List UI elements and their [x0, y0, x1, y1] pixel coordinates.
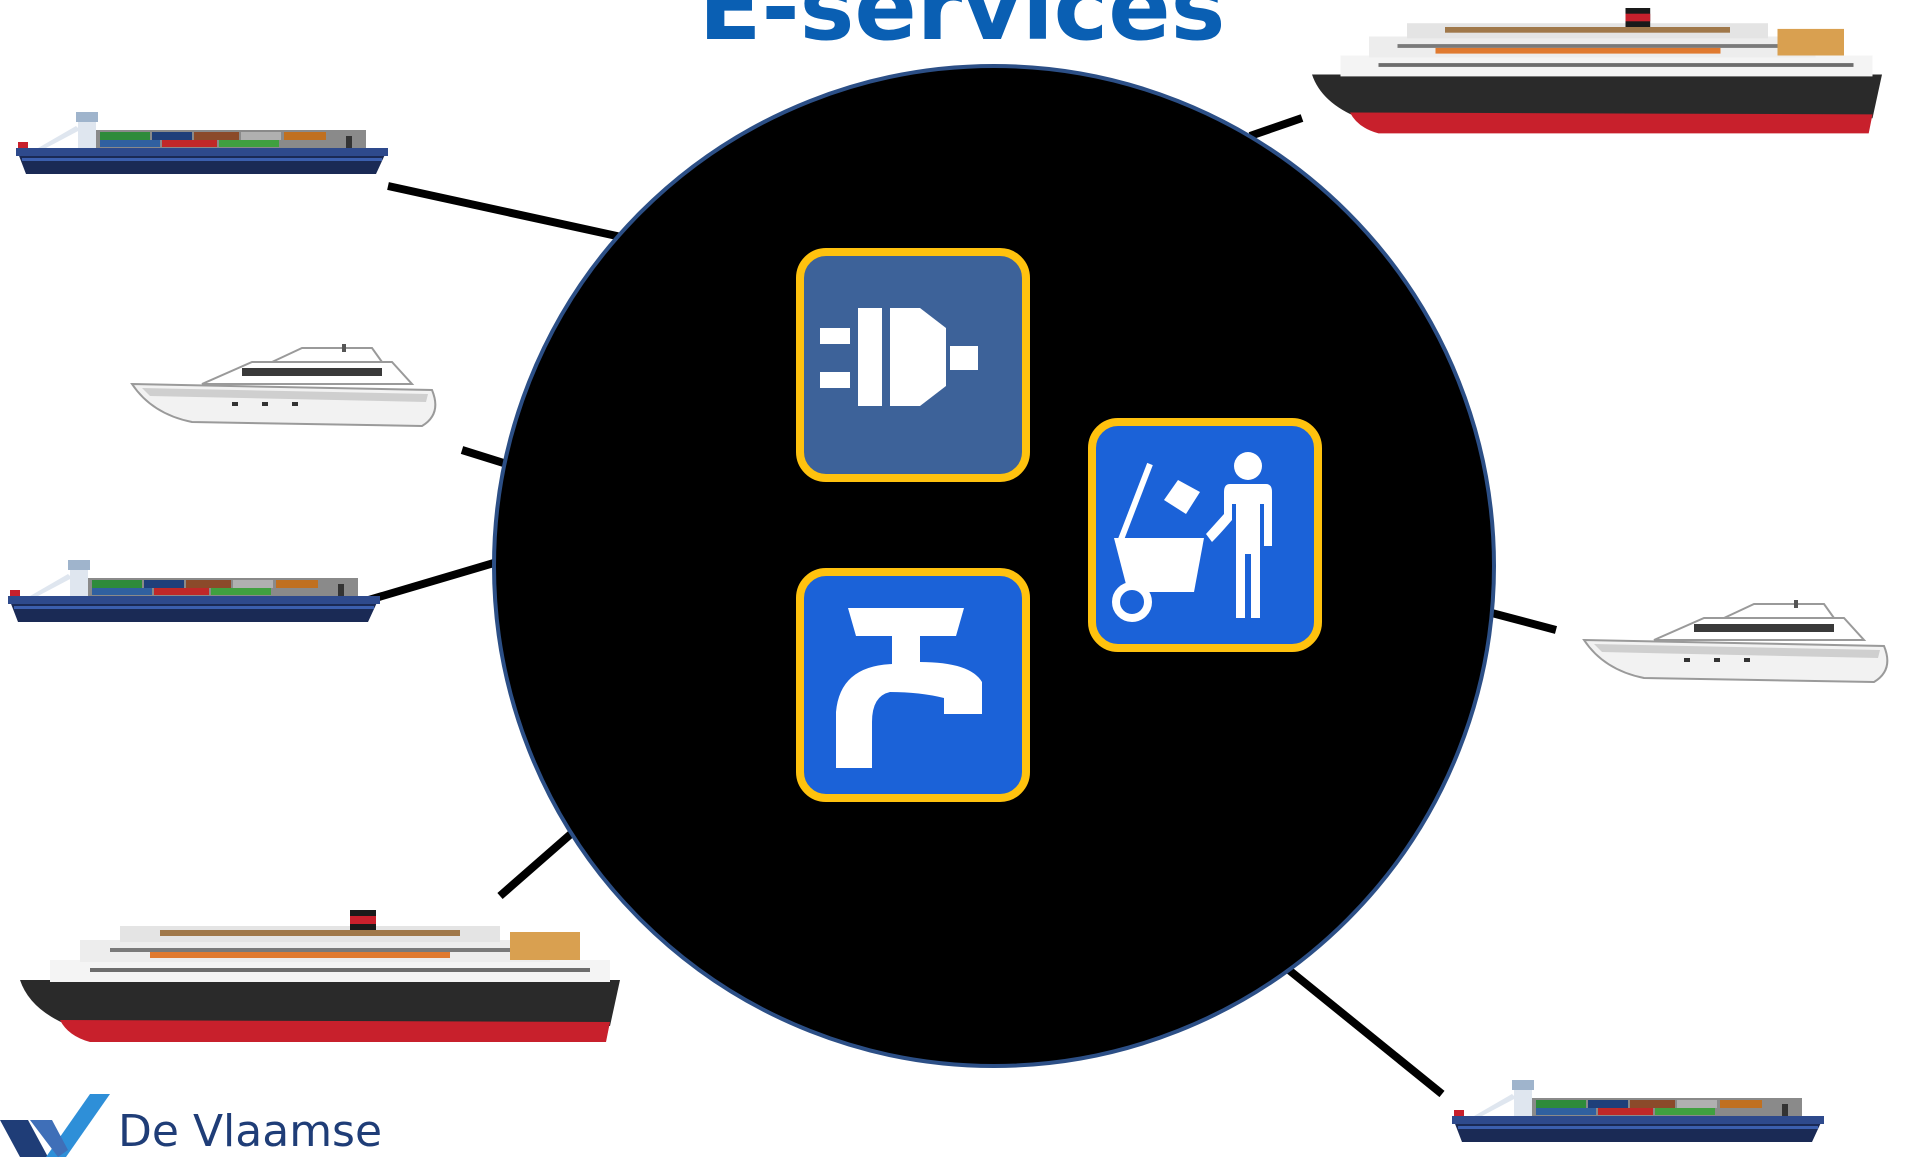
- services-hub: [492, 64, 1496, 1068]
- connector-line: [387, 182, 627, 242]
- connector-line: [1248, 114, 1304, 140]
- connector-line: [360, 556, 506, 606]
- water-supply-tile[interactable]: [796, 568, 1030, 802]
- connector-line: [1281, 962, 1445, 1098]
- waste-disposal-tile[interactable]: [1088, 418, 1322, 652]
- container-barge-icon: [1452, 1080, 1824, 1142]
- shore-power-tile[interactable]: [796, 248, 1030, 482]
- logo-text: De Vlaamse: [118, 1106, 383, 1157]
- motor-yacht-icon: [131, 343, 437, 427]
- cruise-ship-icon: [1312, 8, 1882, 134]
- logo-mark-icon: [0, 1094, 110, 1157]
- connector-lines: [360, 114, 1558, 1098]
- container-barge-icon: [16, 112, 388, 174]
- connector-line: [1486, 608, 1558, 634]
- page-title: E-services: [698, 0, 1226, 61]
- connector-line: [497, 822, 583, 900]
- cruise-ship-icon: [20, 910, 620, 1042]
- motor-yacht-icon: [1583, 599, 1889, 683]
- container-barge-icon: [8, 560, 380, 622]
